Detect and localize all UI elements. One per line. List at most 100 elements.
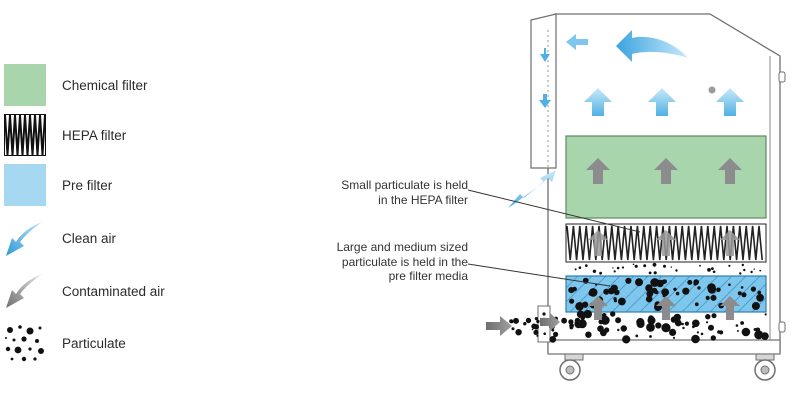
particle-dot [740, 286, 744, 289]
particle-dot [756, 293, 764, 302]
particle-dot [707, 268, 711, 272]
particle-dot [568, 287, 575, 294]
particle-dot [536, 334, 539, 337]
particle-dot [592, 269, 597, 273]
particle-dot [740, 321, 744, 325]
particle-dot [585, 331, 592, 338]
particle-dot [741, 263, 744, 267]
particle-dot [597, 325, 604, 333]
particle-dot [716, 287, 721, 293]
particle-dot [655, 322, 662, 329]
particle-dot [634, 264, 638, 268]
clean-air-exit-arrow [508, 170, 556, 208]
particle-dot [575, 302, 584, 311]
particle-dot [661, 288, 670, 297]
particle-dot [648, 271, 652, 275]
legend-label: HEPA filter [62, 128, 127, 143]
particle-dot [682, 326, 685, 330]
particle-dot [687, 279, 693, 285]
legend-item-particulate: Particulate [0, 322, 240, 368]
particle-dot [750, 286, 757, 292]
particle-dot [681, 322, 684, 326]
legend-item-pre-filter: Pre filter [0, 164, 240, 210]
particle-dot [583, 303, 588, 308]
particle-dot [576, 310, 585, 319]
clean-air-arrow-icon [6, 222, 42, 256]
particle-dot [603, 288, 610, 295]
particle-dot [531, 328, 534, 331]
particle-dot [523, 322, 527, 326]
contaminated-air-arrow-icon [6, 274, 42, 308]
particle-dot [549, 336, 557, 343]
pre-filter-swatch [4, 164, 46, 206]
particle-dot [672, 336, 676, 339]
callout-line: pre filter media [388, 269, 468, 283]
particle-dot [536, 319, 540, 324]
particle-dot [585, 265, 588, 267]
particle-dot [750, 270, 753, 274]
particle-dot [741, 327, 751, 337]
particle-dot [532, 326, 535, 328]
callout-small-particulate: Small particulate is held in the HEPA fi… [300, 178, 468, 207]
contaminated-air-arrows-up [586, 158, 742, 184]
particle-dot [622, 335, 631, 344]
particle-dot [674, 319, 682, 327]
particle-dot [625, 277, 632, 284]
particle-dot [646, 323, 655, 332]
particle-dot [693, 281, 698, 286]
particle-dot [513, 317, 519, 324]
particle-dot [663, 264, 666, 268]
particle-dot [684, 321, 690, 326]
particle-dot [751, 302, 760, 310]
particle-dot [705, 314, 711, 320]
legend-item-chemical-filter: Chemical filter [0, 64, 240, 110]
particle-dot [673, 287, 677, 291]
particle-dot [533, 329, 539, 335]
particle-dot [759, 269, 762, 272]
contaminated-air-inflow-arrows [486, 313, 560, 336]
legend-label: Clean air [62, 231, 117, 246]
particle-dot [739, 272, 742, 275]
particle-dot [578, 266, 582, 270]
particle-dot [635, 278, 643, 287]
callout-line: Large and medium sized [336, 240, 468, 254]
particle-dot [669, 328, 677, 336]
particle-dot [615, 317, 622, 324]
particle-dot [588, 290, 594, 296]
particle-dot [661, 279, 667, 285]
particle-dot [736, 330, 739, 332]
particle-dot [613, 270, 616, 273]
contaminated-air-arrows-hepa [588, 230, 740, 256]
particle-dot [670, 266, 672, 268]
callout-large-particulate: Large and medium sized particulate is he… [300, 240, 468, 284]
particle-dot [574, 268, 577, 271]
particle-dot [757, 290, 762, 295]
particle-dot [621, 266, 625, 269]
legend-label: Particulate [62, 336, 126, 351]
particle-dot [682, 287, 690, 295]
particle-dot [645, 284, 653, 292]
particle-dot [646, 290, 654, 298]
legend-item-contaminated-air: Contaminated air [0, 270, 240, 316]
hepa-filter-icon [4, 114, 46, 156]
particle-dot [647, 316, 656, 325]
callout-line: Small particulate is held [341, 178, 468, 192]
particle-dot [661, 323, 671, 333]
legend-item-clean-air: Clean air [0, 218, 240, 264]
particle-dot [728, 264, 731, 267]
particle-dot [542, 312, 546, 316]
particle-dot [741, 292, 747, 298]
particle-dot [531, 323, 537, 330]
particle-dot [643, 264, 647, 268]
clean-air-arrows-up [584, 88, 744, 116]
particulate-dots-icon [5, 325, 44, 362]
particle-dot [753, 328, 757, 331]
particle-dot [534, 317, 539, 321]
particle-dot [645, 295, 653, 303]
particle-dot [675, 291, 680, 296]
particle-dot [711, 313, 717, 319]
particle-dot [728, 283, 731, 287]
particle-dot [737, 291, 742, 296]
particle-dot [708, 324, 714, 331]
